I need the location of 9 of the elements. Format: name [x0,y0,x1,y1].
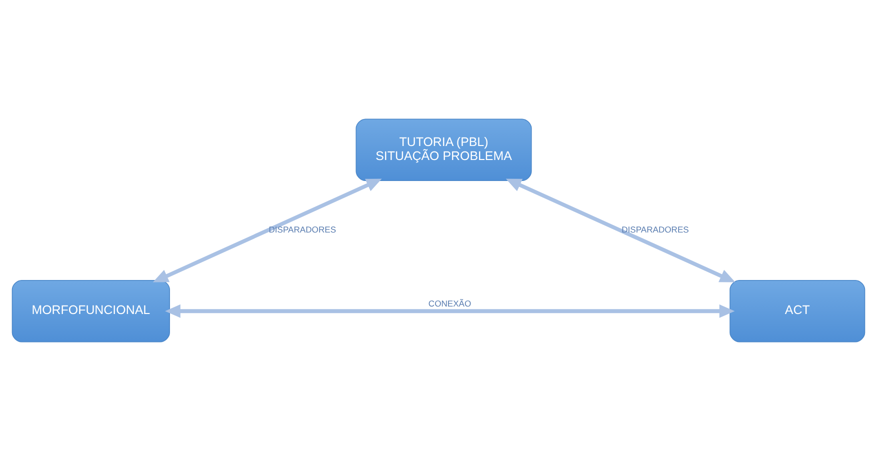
arrow [152,178,382,282]
arrow [506,178,736,282]
edge-label: DISPARADORES [622,224,689,235]
node-box: MORFOFUNCIONAL [12,280,170,342]
edge-label: CONEXÃO [428,298,472,308]
node-box: ACT [730,280,866,342]
arrow [165,304,735,318]
node-box: TUTORIA (PBL) SITUAÇÃO PROBLEMA [356,118,532,182]
edge-label: DISPARADORES [268,224,336,235]
